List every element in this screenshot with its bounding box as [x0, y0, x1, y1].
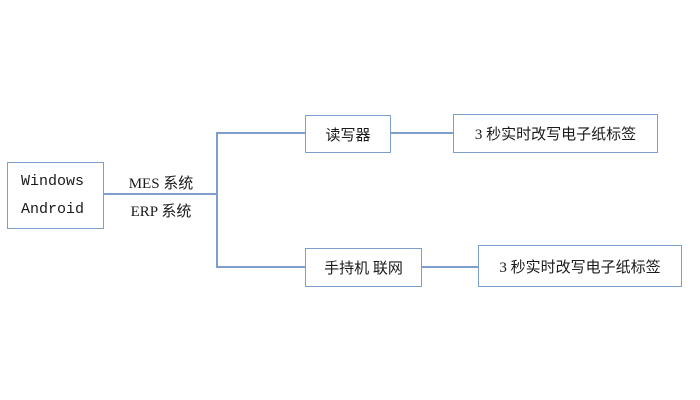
reader-result-node: 3 秒实时改写电子纸标签: [453, 114, 658, 153]
handheld-result-node: 3 秒实时改写电子纸标签: [478, 245, 682, 287]
connector-bottom-to-handheld: [216, 266, 306, 268]
reader-node-label: 读写器: [325, 127, 371, 144]
connector-handheld-to-result: [422, 266, 478, 268]
handheld-node: 手持机 联网: [305, 248, 422, 287]
source-system-node: Windows Android: [7, 162, 104, 229]
edge-label-erp-system: ERP 系统: [130, 204, 192, 220]
source-line-windows: Windows: [21, 173, 85, 191]
connector-main: [104, 193, 217, 195]
reader-node: 读写器: [305, 115, 391, 153]
handheld-node-label: 手持机 联网: [324, 261, 403, 277]
connector-top-to-reader: [216, 132, 306, 134]
source-line-android: Android: [21, 200, 85, 218]
edge-label-mes-system: MES 系统: [128, 176, 194, 192]
handheld-result-label: 3 秒实时改写电子纸标签: [499, 259, 661, 276]
connector-reader-to-result: [391, 132, 453, 134]
reader-result-label: 3 秒实时改写电子纸标签: [474, 127, 637, 143]
connector-branch-vertical: [216, 132, 218, 268]
